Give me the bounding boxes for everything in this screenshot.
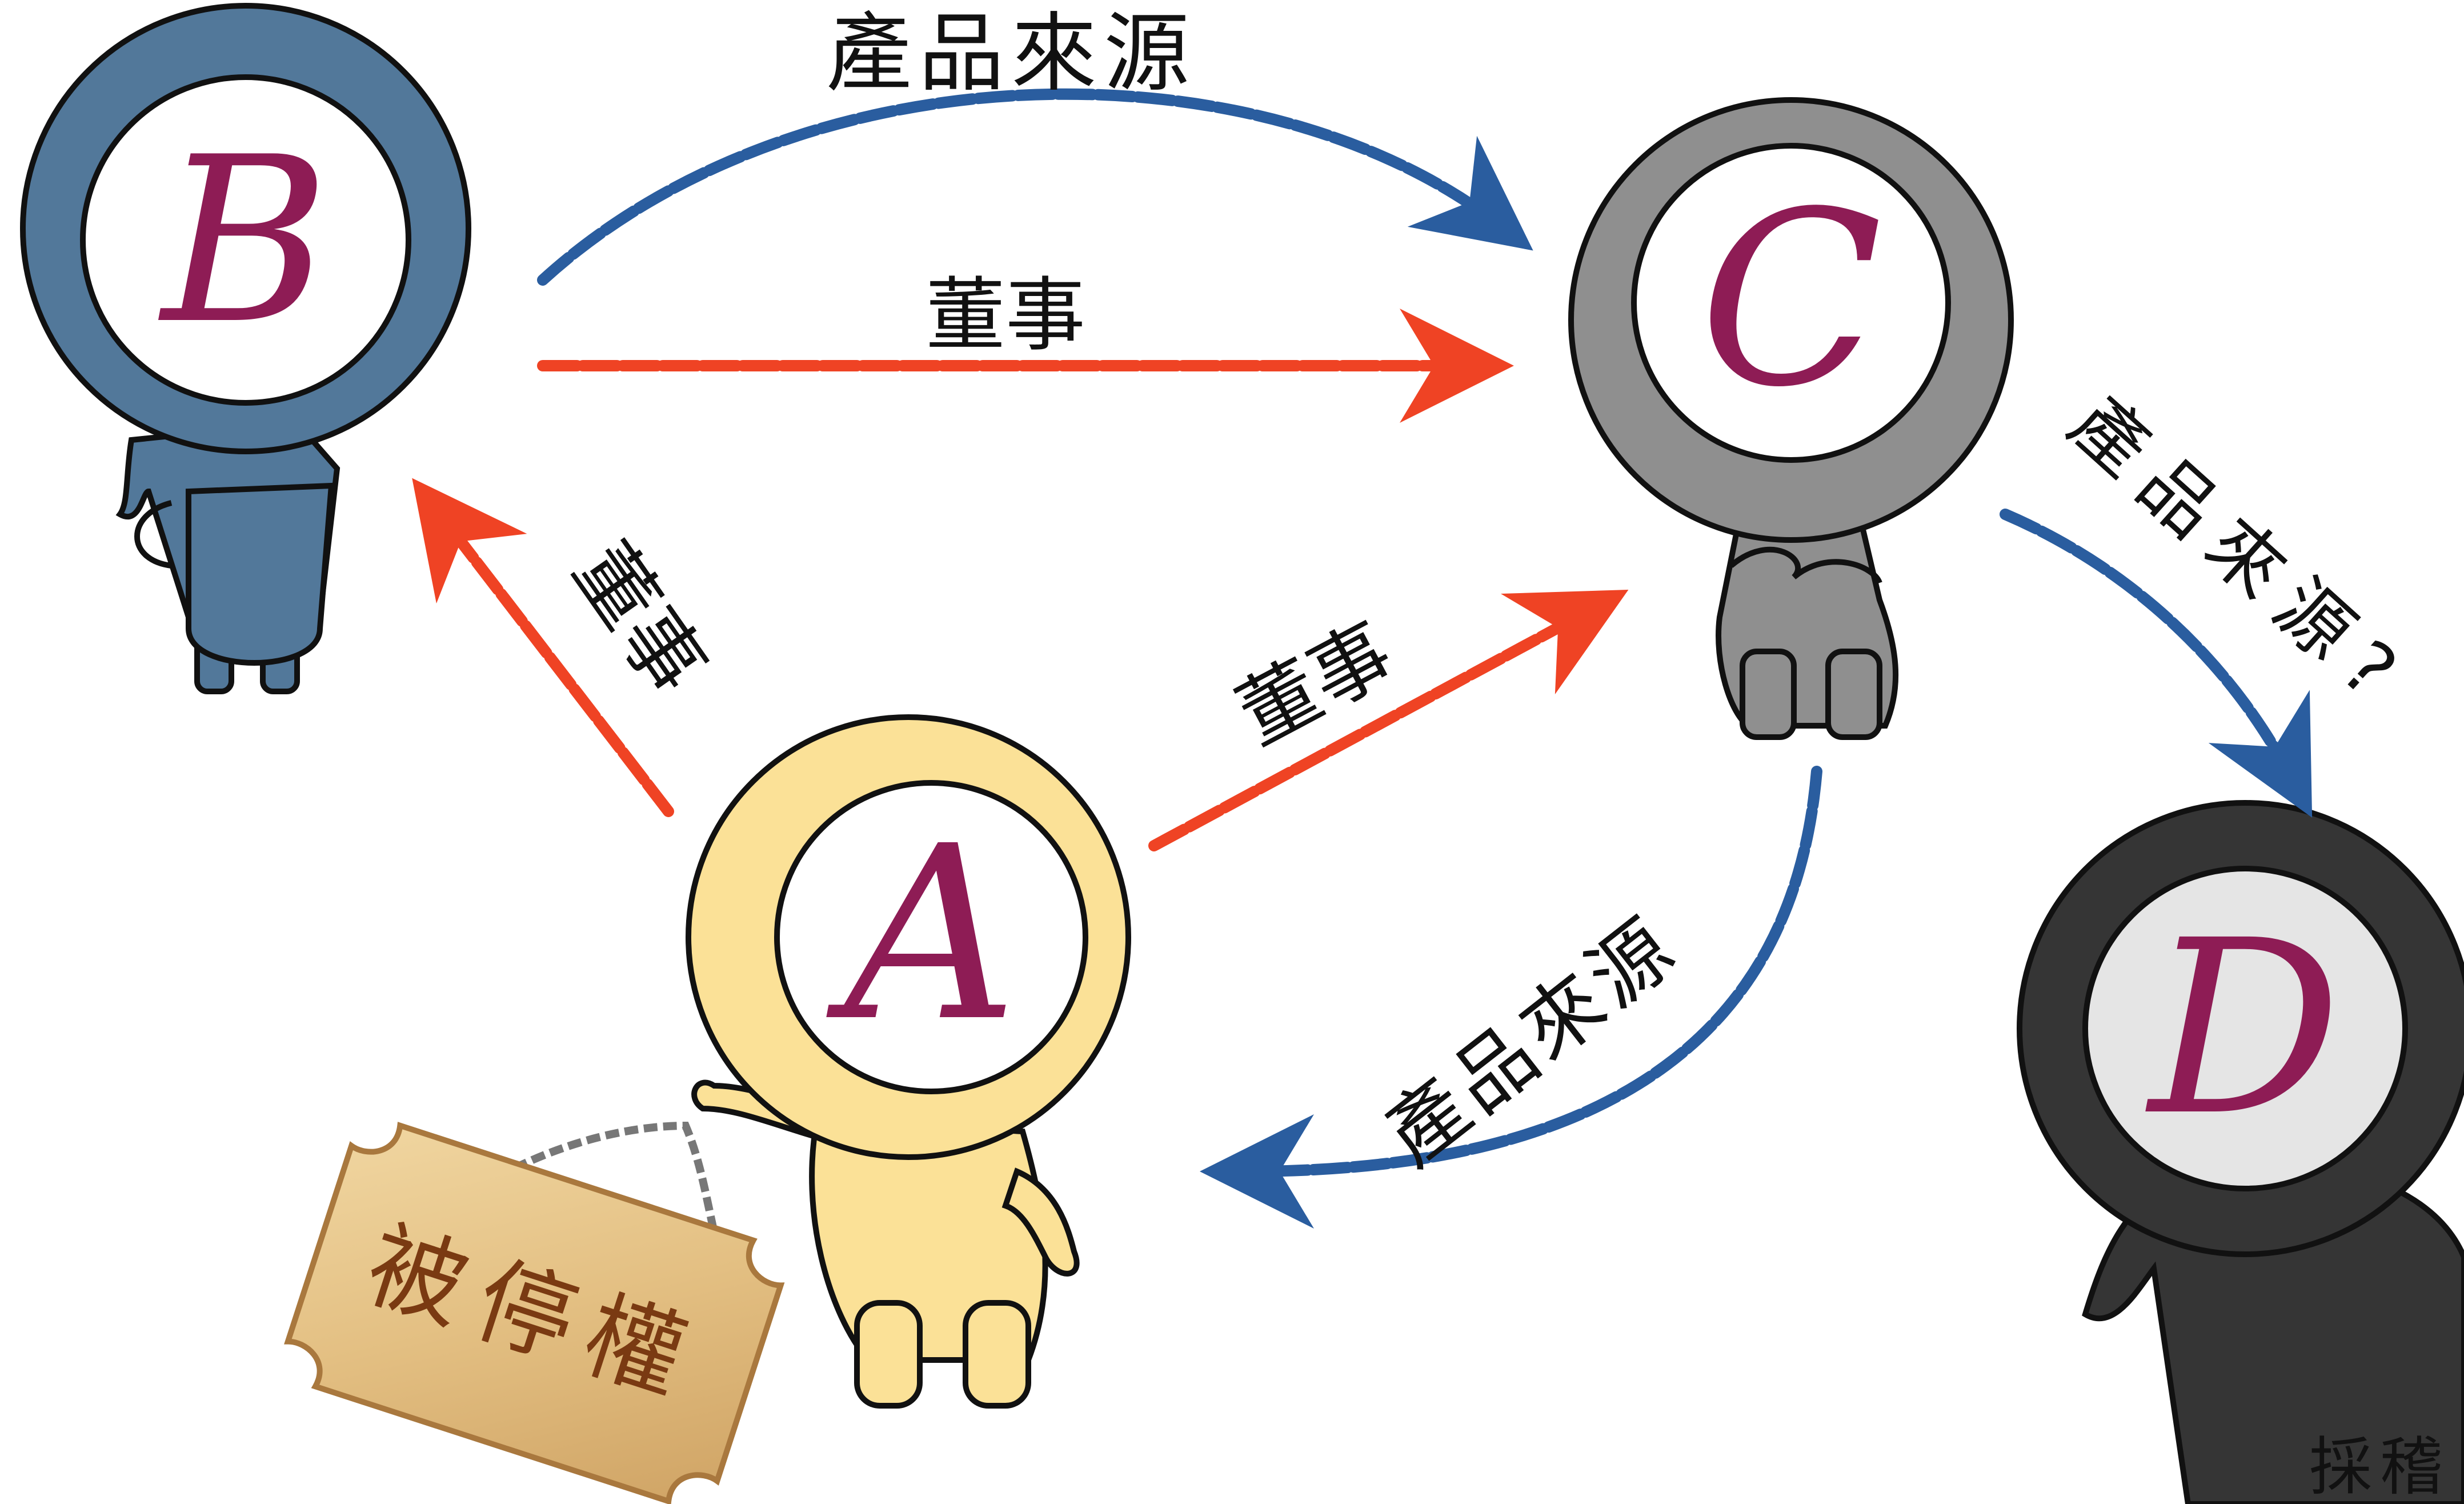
- arrow-c-to-d-product: [2000, 509, 2313, 818]
- suspended-sign: 被停權: [284, 1121, 785, 1504]
- character-d-body: [2082, 1174, 2464, 1504]
- arrows: [412, 88, 2313, 1229]
- label-c-to-d-product: 產品來源?: [2054, 379, 2426, 726]
- character-d: D: [2017, 800, 2464, 1504]
- footer-partial-text: 採稽: [2309, 1430, 2451, 1503]
- character-c-face: [1631, 143, 1951, 463]
- label-b-to-c-director: 董事: [925, 269, 1085, 362]
- label-a-to-b-director: 董事: [555, 526, 723, 711]
- label-c-to-a-product: 產品來源: [1368, 899, 1695, 1184]
- character-d-face: [2082, 866, 2408, 1191]
- character-c-letter: C: [1699, 161, 1882, 440]
- character-b-letter: B: [158, 109, 330, 374]
- character-b-body: [115, 419, 340, 694]
- character-a: A: [686, 714, 1131, 1409]
- label-b-to-c-product: 產品來源: [826, 4, 1196, 103]
- sign-chain: [495, 1121, 724, 1258]
- character-a-face: [774, 780, 1088, 1094]
- character-c: C: [1568, 97, 2014, 740]
- arrow-a-to-c-director: [1148, 590, 1629, 851]
- character-a-letter: A: [826, 795, 1018, 1074]
- arrow-a-to-b-director: [412, 478, 674, 817]
- character-d-letter: D: [2145, 889, 2341, 1169]
- character-a-right-arm: [1001, 1167, 1080, 1277]
- label-a-to-c-director: 董事: [1223, 606, 1408, 763]
- character-b-face: [80, 74, 411, 406]
- arrow-c-to-a-product: [1200, 766, 1822, 1229]
- character-b: B: [20, 3, 471, 694]
- arrow-b-to-c-product: [537, 88, 1533, 286]
- sign-board: [284, 1122, 785, 1504]
